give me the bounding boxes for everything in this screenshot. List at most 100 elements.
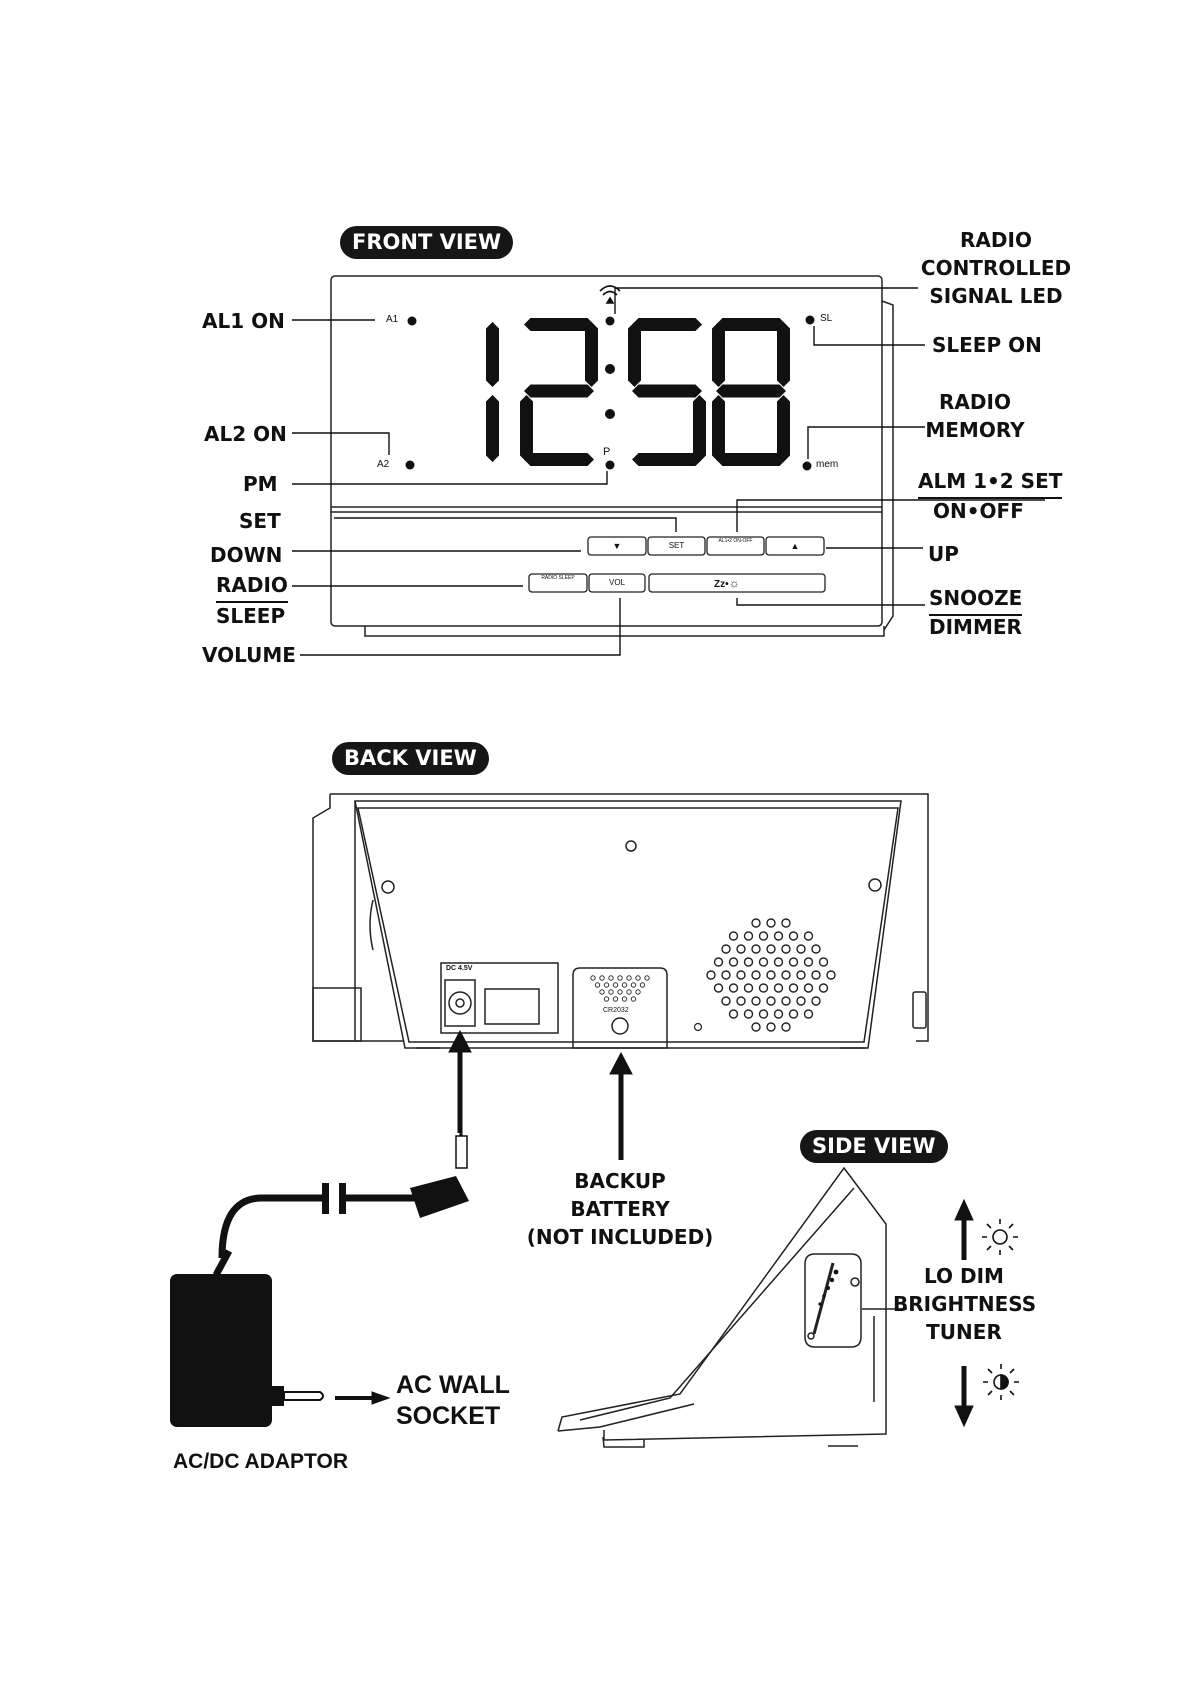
pm-led (605, 460, 615, 470)
label-radio: RADIO (216, 571, 288, 603)
label-radio-controlled: RADIO CONTROLLED SIGNAL LED (920, 226, 1072, 310)
alm-set-text: ALM 1•2 SET (918, 467, 1063, 499)
battery-vent (590, 975, 650, 1002)
segment-c (486, 395, 499, 462)
speaker-hole (781, 1022, 791, 1032)
label-radio-memory: RADIO MEMORY (925, 388, 1025, 444)
speaker-hole (773, 957, 784, 967)
speaker-hole (788, 957, 799, 967)
label-radio-text: RADIO (216, 571, 288, 603)
vent-dot (626, 989, 632, 995)
vent-dot (617, 975, 623, 981)
vol-button[interactable]: VOL (608, 578, 625, 587)
segment-g (524, 384, 594, 398)
speaker-hole (728, 983, 739, 993)
dimmer-sun-icon: ☼ (728, 576, 740, 590)
speaker-hole (743, 983, 754, 993)
segment-a (716, 318, 786, 331)
set-button[interactable]: SET (668, 541, 685, 550)
radio-controlled-line3: SIGNAL LED (929, 284, 1063, 308)
radio-controlled-line2: CONTROLLED (920, 256, 1072, 280)
segment-d (716, 453, 786, 466)
front-view-title: FRONT VIEW (340, 226, 514, 259)
vent-dot (590, 975, 596, 981)
sleep-led (805, 315, 815, 325)
up-button[interactable]: ▲ (790, 541, 800, 551)
radio-sleep-button[interactable]: RADIO SLEEP (541, 575, 575, 581)
label-pm: PM (243, 472, 278, 496)
speaker-hole (751, 918, 761, 928)
segment-b (486, 322, 499, 387)
vent-dot (639, 982, 646, 988)
sun-icon-bright (982, 1219, 1018, 1255)
speaker-hole (751, 944, 761, 954)
vent-dot (635, 989, 641, 995)
speaker-hole (766, 996, 776, 1006)
speaker-hole (751, 1022, 761, 1032)
label-set: SET (239, 509, 281, 533)
segment-g (632, 384, 702, 398)
speaker-hole (713, 983, 724, 993)
snooze-button[interactable]: Zz•☼ (714, 574, 740, 594)
memory-led (802, 461, 812, 471)
down-button[interactable]: ▼ (612, 541, 622, 551)
segment-d (524, 453, 594, 466)
speaker-hole (743, 1009, 754, 1019)
segment-a (524, 318, 594, 331)
speaker-hole (721, 944, 731, 954)
label-dimmer: DIMMER (929, 615, 1022, 639)
speaker-hole (803, 983, 814, 993)
vent-dot (635, 975, 641, 981)
speaker-hole (811, 970, 821, 980)
speaker-hole (728, 1009, 739, 1019)
tuner-line3: TUNER (926, 1320, 1002, 1344)
speaker-hole (736, 996, 746, 1006)
backup-battery-line1: BACKUP (574, 1169, 666, 1193)
alarm-onoff-button[interactable]: AL1•2 ON-OFF (718, 538, 753, 544)
label-al2-on: AL2 ON (204, 422, 287, 446)
vent-dot (630, 996, 637, 1002)
speaker-hole (736, 970, 746, 980)
al1-on-led (407, 316, 417, 326)
speaker-hole (803, 1009, 814, 1019)
segment-a (632, 318, 702, 331)
digit-3 (628, 318, 706, 466)
signal-wave-icon (599, 285, 621, 304)
segment-f (628, 322, 641, 387)
speaker-hole (736, 944, 746, 954)
speaker-hole (751, 970, 761, 980)
speaker-hole (743, 957, 754, 967)
label-ac-wall-socket: AC WALL SOCKET (396, 1370, 510, 1432)
speaker-hole (713, 957, 724, 967)
sl-mark: SL (820, 313, 833, 324)
vent-dot (644, 975, 650, 981)
label-al1-on: AL1 ON (202, 309, 285, 333)
front-clock-body (330, 275, 894, 637)
vent-dot (630, 982, 637, 988)
time-display (486, 318, 790, 466)
speaker-hole (766, 970, 776, 980)
segment-f (712, 322, 725, 387)
back-clock-body (312, 793, 929, 1049)
mem-mark: mem (816, 459, 839, 470)
speaker-hole (811, 996, 821, 1006)
radio-memory-line2: MEMORY (925, 418, 1025, 442)
front-buttons (528, 536, 826, 593)
label-volume: VOLUME (202, 643, 296, 667)
label-sleep-on: SLEEP ON (932, 333, 1042, 357)
brightness-arrows (954, 1198, 974, 1428)
al2-on-led (405, 460, 415, 470)
speaker-hole (803, 957, 814, 967)
segment-c (693, 395, 706, 462)
ac-wall-line1: AC WALL (396, 1371, 510, 1399)
label-up: UP (928, 542, 959, 566)
digit-2 (520, 318, 598, 466)
speaker-hole (728, 957, 739, 967)
segment-b (777, 322, 790, 387)
tuner-line1: LO DIM (924, 1264, 1004, 1288)
vent-dot (608, 989, 614, 995)
speaker-hole (788, 1009, 799, 1019)
label-down: DOWN (210, 543, 283, 567)
label-snooze: SNOOZE (929, 584, 1023, 616)
